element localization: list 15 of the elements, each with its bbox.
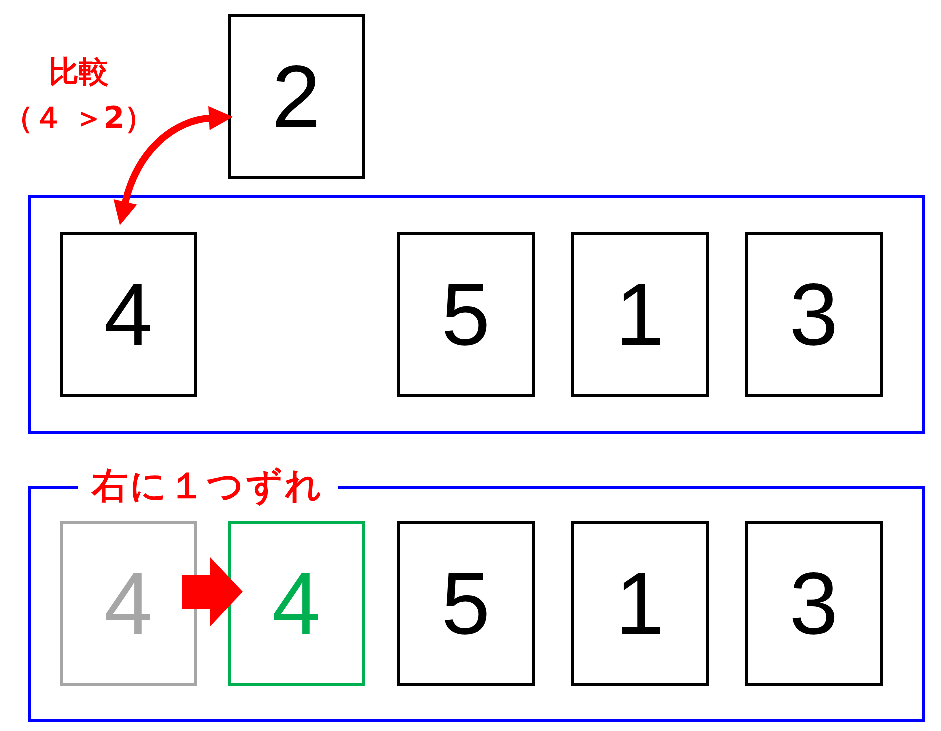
number-card: 1	[571, 521, 709, 686]
number-card: 4	[60, 232, 197, 397]
number-card: 3	[745, 521, 883, 686]
number-card: 5	[397, 521, 535, 686]
number-card: 4	[60, 521, 197, 686]
edge-label: 比較（４ ＞2）	[3, 54, 155, 138]
number-card: 5	[397, 232, 535, 397]
panel-title: 右に１つずれ	[78, 467, 338, 507]
block-arrow	[182, 556, 243, 627]
array-panel	[28, 195, 925, 434]
number-card: 3	[745, 232, 883, 397]
number-card: 4	[228, 521, 365, 686]
number-card: 1	[571, 232, 709, 397]
number-card: 2	[228, 14, 365, 179]
curved-double-arrow	[114, 106, 234, 226]
